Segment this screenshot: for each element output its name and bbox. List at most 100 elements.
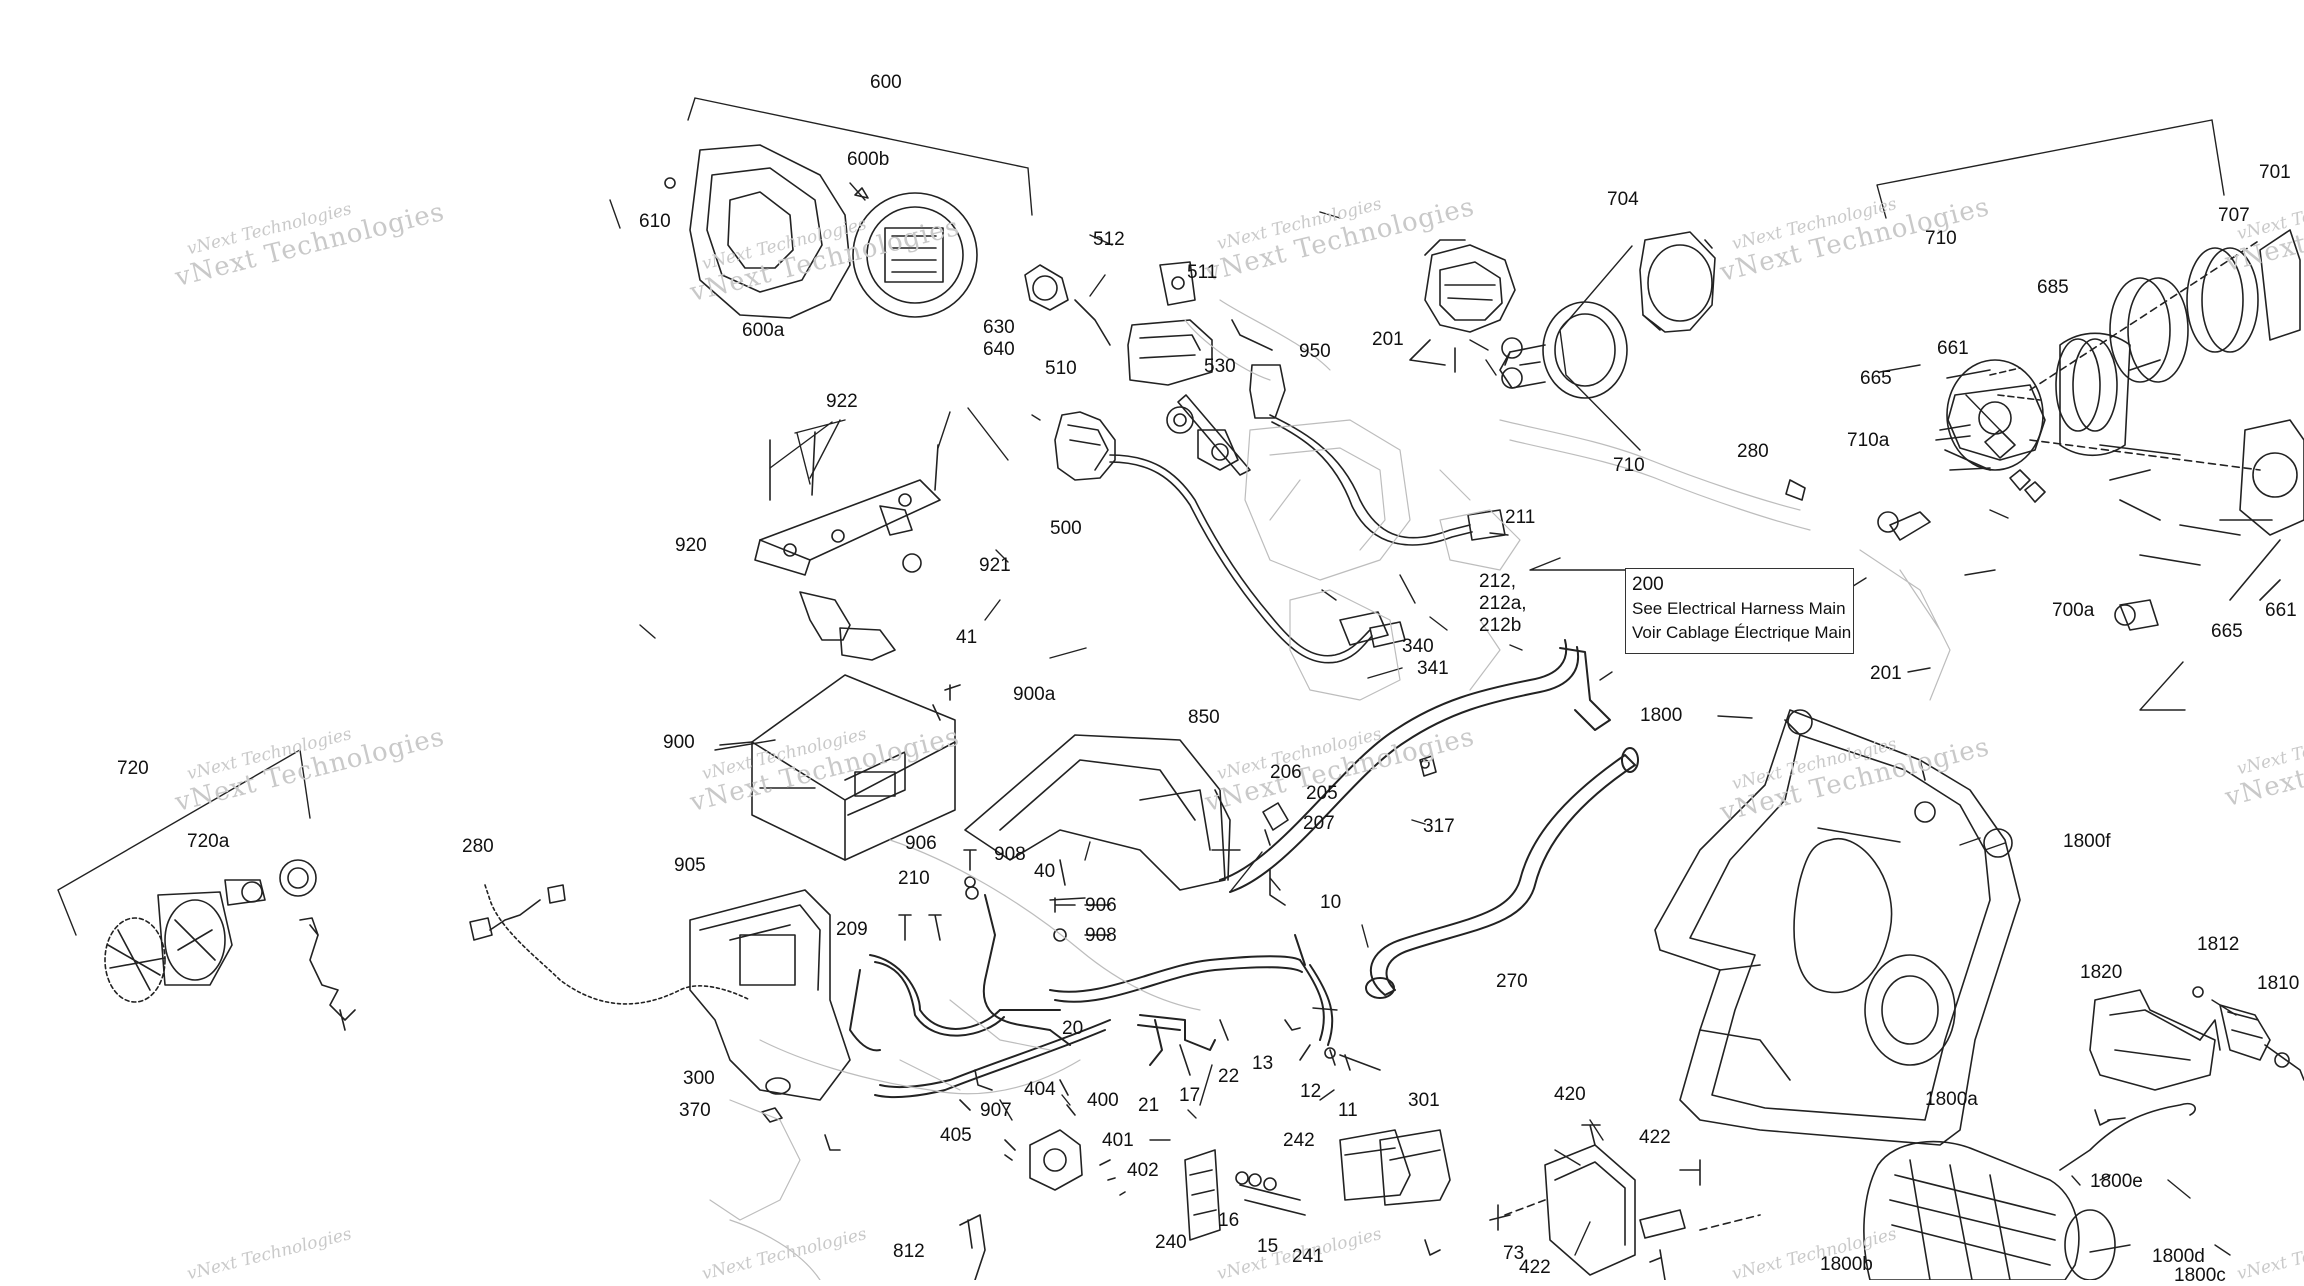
callout-600b: 600b	[847, 149, 890, 170]
reference-line-fr: Voir Cablage Électrique Main	[1632, 623, 1852, 642]
callout-850: 850	[1188, 707, 1220, 728]
callout-11: 11	[1338, 1100, 1358, 1121]
background-chassis-sketch	[709, 299, 1951, 1280]
reference-line-en: See Electrical Harness Main	[1632, 599, 1846, 618]
callout-370: 370	[679, 1100, 711, 1121]
callout-661-bottom: 661	[2265, 600, 2297, 621]
callout-500: 500	[1050, 518, 1082, 539]
callout-420: 420	[1554, 1084, 1586, 1105]
callout-665-bottom: 665	[2211, 621, 2243, 642]
callout-422-left: 422	[1519, 1257, 1551, 1278]
callout-1800: 1800	[1640, 705, 1683, 726]
callout-512: 512	[1093, 229, 1125, 250]
callout-404: 404	[1024, 1079, 1056, 1100]
fasteners-group	[761, 479, 1806, 1151]
callout-242: 242	[1283, 1130, 1315, 1151]
callout-300: 300	[683, 1068, 715, 1089]
callout-701: 701	[2259, 162, 2291, 183]
callout-710-mid: 710	[1613, 455, 1645, 476]
cables-group	[849, 639, 1639, 1099]
callout-720: 720	[117, 758, 149, 779]
callout-1800d: 1800d	[2152, 1246, 2205, 1267]
callout-1812: 1812	[2197, 934, 2240, 955]
callout-212a: 212a,	[1479, 593, 1527, 614]
handlebar-switch-group	[1054, 411, 1506, 664]
callout-280-right: 280	[1737, 441, 1769, 462]
callout-900a: 900a	[1013, 684, 1056, 705]
callout-511: 511	[1187, 262, 1218, 283]
callout-908-bottom: 908	[1085, 925, 1117, 946]
callout-207: 207	[1303, 813, 1335, 834]
callout-270: 270	[1496, 971, 1528, 992]
callout-12: 12	[1300, 1081, 1322, 1102]
callout-812: 812	[893, 1241, 925, 1262]
callout-665-top: 665	[1860, 368, 1892, 389]
headlight-left-group	[104, 859, 317, 1003]
battery-bracket-group	[719, 431, 956, 861]
callout-700a: 700a	[2052, 600, 2095, 621]
callout-720a: 720a	[187, 831, 230, 852]
callout-317: 317	[1423, 816, 1455, 837]
callout-1800c: 1800c	[2174, 1265, 2226, 1286]
callout-20: 20	[1062, 1018, 1084, 1039]
callout-908-top: 908	[994, 844, 1026, 865]
callout-685: 685	[2037, 277, 2069, 298]
callout-22: 22	[1218, 1066, 1240, 1087]
callout-212b: 212b	[1479, 615, 1522, 636]
throttle-body-group	[1409, 231, 1716, 399]
lower-components-group	[959, 986, 2304, 1280]
callout-13: 13	[1252, 1053, 1274, 1074]
callout-922: 922	[826, 391, 858, 412]
callout-40: 40	[1034, 861, 1056, 882]
callout-400: 400	[1087, 1090, 1119, 1111]
callout-201-right: 201	[1870, 663, 1902, 684]
callout-401: 401	[1102, 1130, 1134, 1151]
callout-900: 900	[663, 732, 695, 753]
callout-1820: 1820	[2080, 962, 2123, 983]
callout-710-right: 710	[1925, 228, 1957, 249]
callout-704: 704	[1607, 189, 1639, 210]
reference-note-box: 200 See Electrical Harness Main Voir Cab…	[1625, 568, 1854, 654]
callout-21: 21	[1138, 1095, 1160, 1116]
callout-301: 301	[1408, 1090, 1440, 1111]
callout-210: 210	[898, 868, 930, 889]
reference-number: 200	[1632, 574, 1664, 595]
callout-610: 610	[639, 211, 671, 232]
callout-402: 402	[1127, 1160, 1159, 1181]
leader-lines	[57, 97, 2237, 1256]
callout-211: 211	[1505, 507, 1536, 528]
callout-906-bottom: 906	[1085, 895, 1117, 916]
callout-341: 341	[1417, 658, 1449, 679]
battery-tray-group	[689, 734, 1231, 1101]
callout-422-right: 422	[1639, 1127, 1671, 1148]
callout-212: 212,	[1479, 571, 1516, 592]
callout-600a: 600a	[742, 320, 785, 341]
callout-16: 16	[1218, 1210, 1240, 1231]
callout-15: 15	[1257, 1236, 1279, 1257]
callout-17: 17	[1179, 1085, 1201, 1106]
headlight-right-group	[1877, 229, 2304, 631]
callout-530: 530	[1204, 356, 1236, 377]
callout-206: 206	[1270, 762, 1302, 783]
callout-907: 907	[980, 1100, 1012, 1121]
callout-205: 205	[1306, 783, 1338, 804]
callout-1800e: 1800e	[2090, 1171, 2143, 1192]
callout-41: 41	[956, 627, 978, 648]
callout-630: 630	[983, 317, 1015, 338]
callout-905: 905	[674, 855, 706, 876]
callout-906-top: 906	[905, 833, 937, 854]
callout-280-left: 280	[462, 836, 494, 857]
callout-1800f: 1800f	[2063, 831, 2111, 852]
callout-405: 405	[940, 1125, 972, 1146]
callout-661-top: 661	[1937, 338, 1969, 359]
callout-1800a: 1800a	[1925, 1089, 1978, 1110]
callout-340: 340	[1402, 636, 1434, 657]
callout-710a: 710a	[1847, 430, 1890, 451]
callout-201-top: 201	[1372, 329, 1404, 350]
callout-241: 241	[1292, 1246, 1324, 1267]
ignition-switch-group	[1024, 261, 1286, 476]
callout-640: 640	[983, 339, 1015, 360]
callout-921: 921	[979, 555, 1011, 576]
callout-1800b: 1800b	[1820, 1254, 1873, 1275]
